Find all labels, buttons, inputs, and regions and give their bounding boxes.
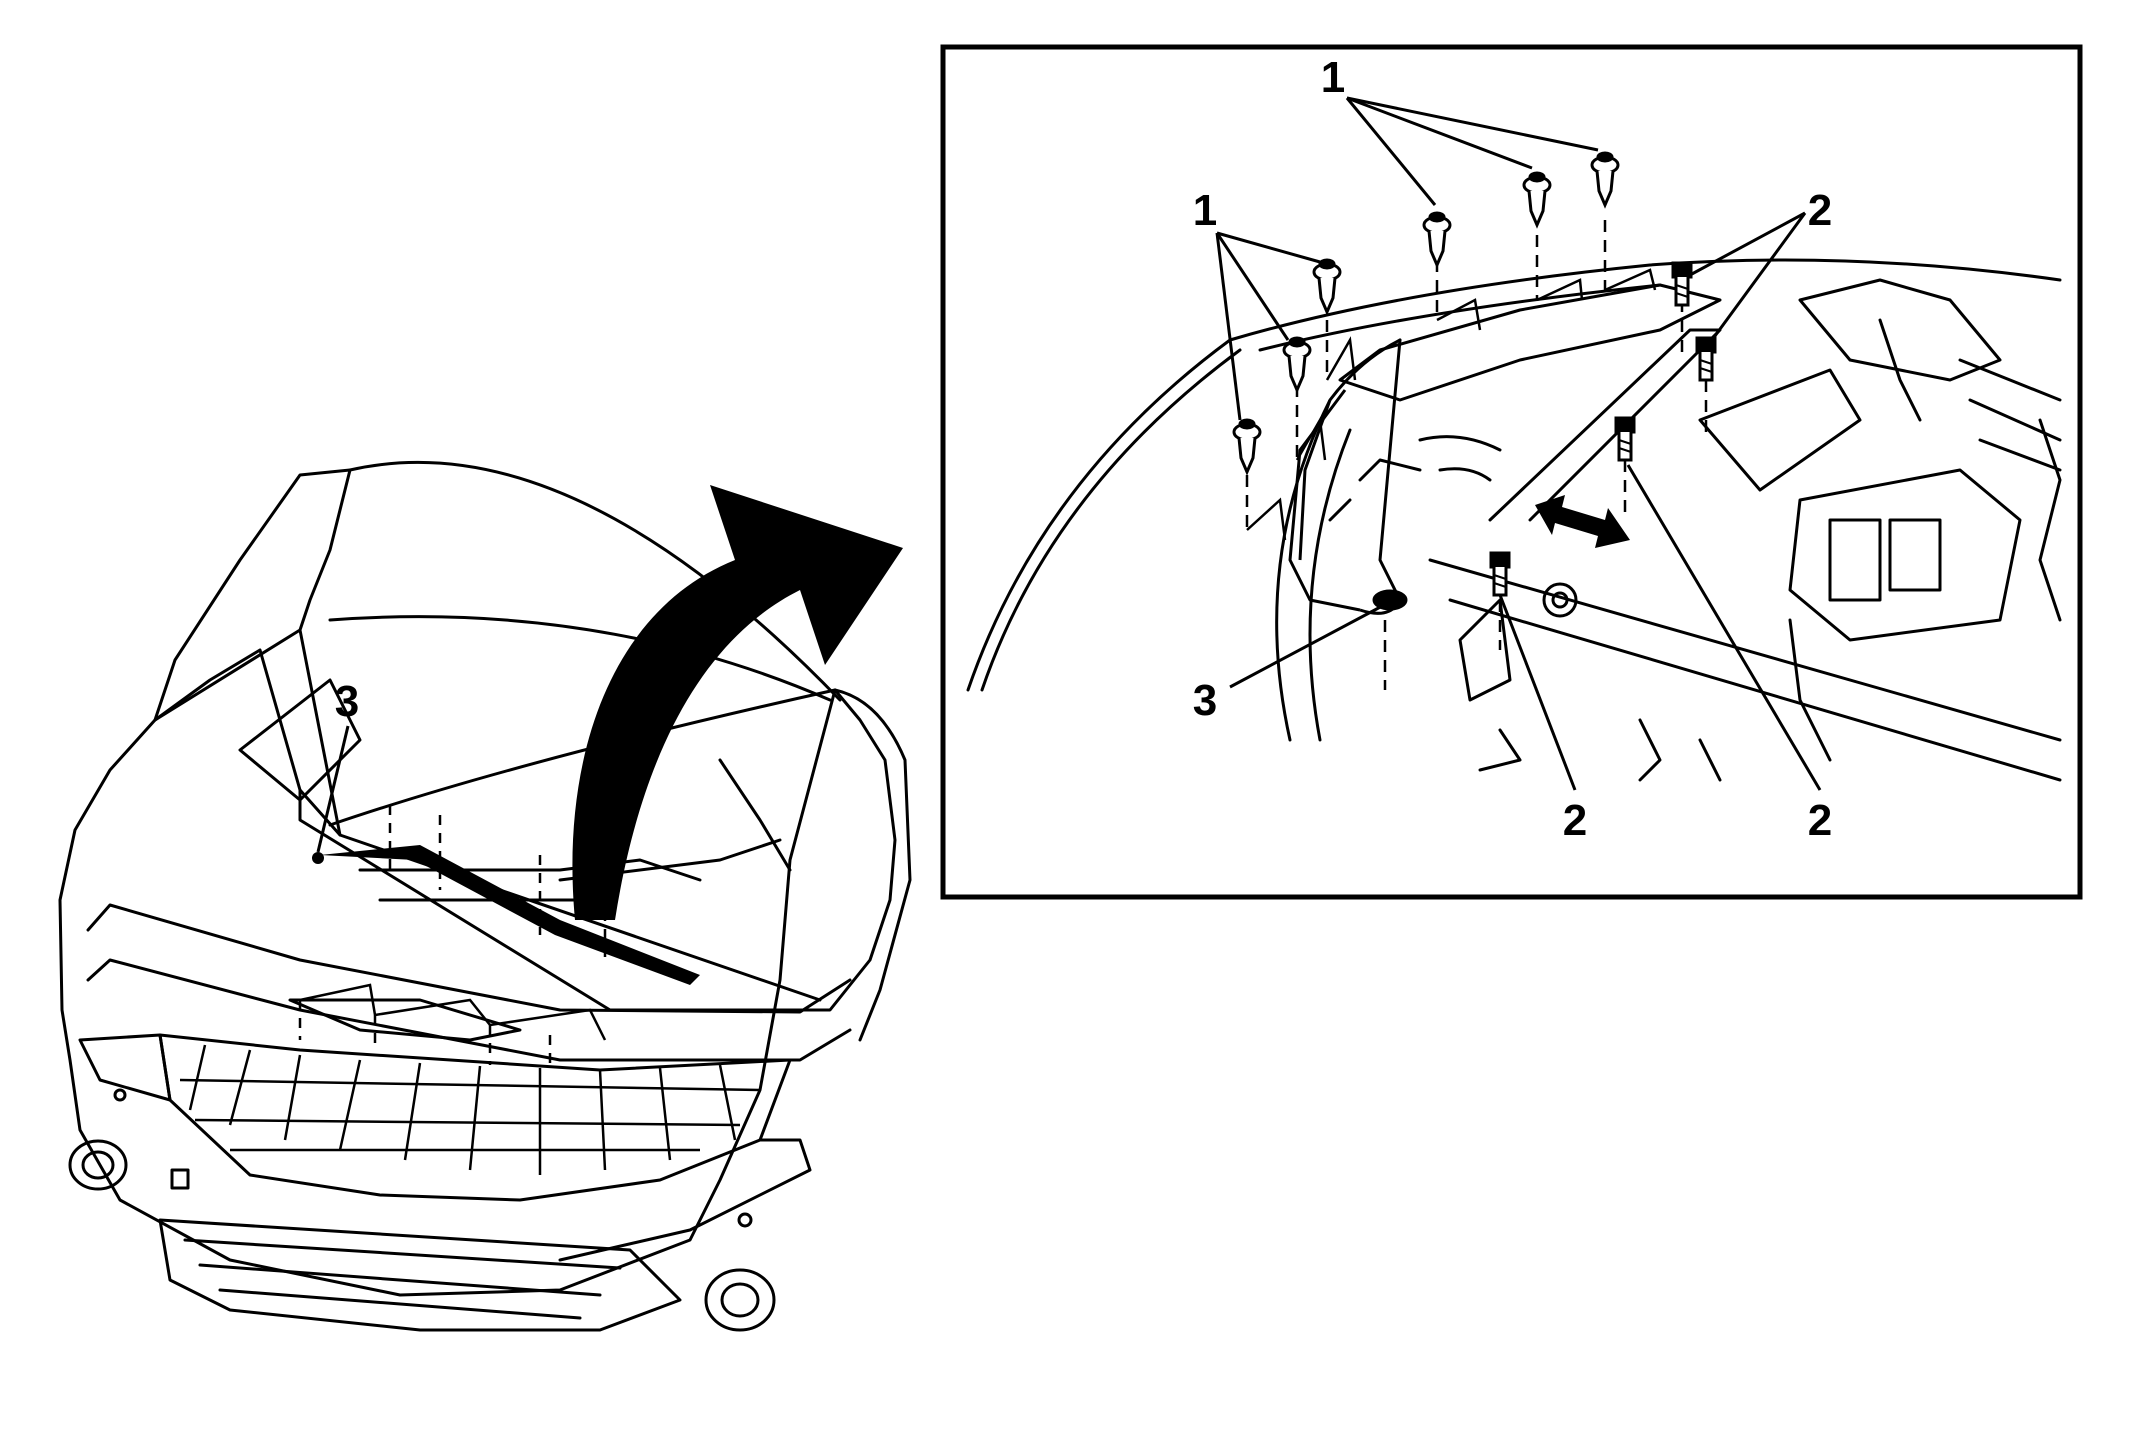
bolts	[1489, 261, 1717, 597]
detail-view: 1 1 2 3 2 2	[940, 44, 2083, 900]
detail-callouts: 1 1 2 3 2 2	[1193, 53, 1832, 845]
push-pin-clip-icon	[1590, 151, 1620, 209]
callout-1-left: 1	[1193, 186, 1217, 235]
install-guide-brackets	[1246, 268, 1657, 541]
callout-2-upper: 2	[1808, 186, 1832, 235]
callout-leaders	[1215, 96, 1822, 791]
bolt-icon	[1695, 336, 1717, 382]
install-guide-lines	[1245, 220, 1708, 690]
bolt-icon	[1614, 416, 1636, 462]
bolt-icon	[1489, 551, 1511, 597]
callout-number: 3	[335, 677, 359, 726]
callout-2-lower-right: 2	[1808, 796, 1832, 845]
detail-body-structure	[966, 258, 2062, 782]
vehicle-callout-3: 3	[316, 677, 359, 853]
push-pin-clips	[1232, 151, 1620, 476]
detail-frame	[940, 44, 2083, 900]
push-pin-clip-icon	[1232, 418, 1262, 476]
callout-1-top: 1	[1321, 53, 1345, 102]
bolt-icon	[1671, 261, 1693, 307]
callout-3-detail: 3	[1193, 676, 1217, 725]
callout-2-lower-left: 2	[1563, 796, 1587, 845]
double-arrow-icon	[1535, 495, 1630, 548]
vehicle-grille-mesh	[179, 1044, 761, 1175]
push-pin-clip-icon	[1282, 336, 1312, 394]
push-pin-clip-icon	[1312, 258, 1342, 316]
curved-arrow-icon	[572, 485, 903, 920]
push-pin-clip-icon	[1422, 211, 1452, 269]
push-pin-clip-icon	[1522, 171, 1552, 229]
